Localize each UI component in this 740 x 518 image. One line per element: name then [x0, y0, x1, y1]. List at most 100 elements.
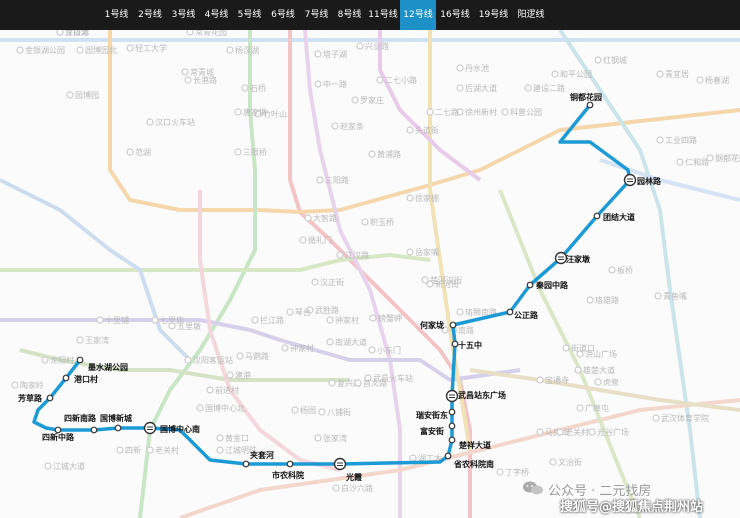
background-station-marker[interactable] [126, 148, 134, 156]
background-station-marker[interactable] [706, 154, 714, 162]
background-station-marker[interactable] [216, 446, 224, 454]
background-station-marker[interactable] [254, 110, 262, 118]
station-label[interactable]: 铜都花园 [570, 92, 602, 102]
background-station-marker[interactable] [251, 316, 259, 324]
background-station-marker[interactable] [44, 462, 52, 470]
background-station-marker[interactable] [594, 378, 602, 386]
station-marker[interactable] [62, 374, 70, 382]
station-label[interactable]: 园林路 [637, 176, 662, 186]
background-station-marker[interactable] [656, 70, 664, 78]
background-station-marker[interactable] [696, 76, 704, 84]
interchange-station-marker[interactable] [445, 389, 459, 403]
station-marker[interactable] [444, 452, 452, 460]
station-label[interactable]: 港口村 [74, 374, 98, 384]
background-station-marker[interactable] [406, 248, 414, 256]
station-marker[interactable] [76, 356, 84, 364]
station-marker[interactable] [451, 340, 459, 348]
background-station-marker[interactable] [588, 428, 596, 436]
background-station-marker[interactable] [654, 292, 662, 300]
background-station-marker[interactable] [586, 296, 594, 304]
background-station-marker[interactable] [76, 46, 84, 54]
background-station-marker[interactable] [369, 314, 377, 322]
tab-line-13[interactable]: 阳逻线 [517, 10, 545, 20]
station-label[interactable]: 四新中路 [42, 432, 75, 442]
background-station-marker[interactable] [56, 30, 64, 36]
station-label[interactable]: 瑞安街东 [416, 410, 448, 420]
background-station-marker[interactable] [126, 44, 134, 52]
station-label[interactable]: 汪家墩 [566, 254, 591, 264]
background-station-marker[interactable] [676, 158, 684, 166]
background-station-marker[interactable] [426, 280, 434, 288]
station-label[interactable]: 市农科院 [272, 470, 304, 480]
background-station-marker[interactable] [314, 50, 322, 58]
background-station-marker[interactable] [426, 108, 434, 116]
background-station-marker[interactable] [354, 379, 362, 387]
background-station-marker[interactable] [168, 322, 176, 330]
interchange-station-marker[interactable] [623, 173, 637, 187]
metro-map[interactable]: 金银潭常青花园金银湖公园园博园北轻工大学杨汊湖常青城长港路石桥塔子湖中一路竹叶山… [0, 30, 740, 518]
background-station-marker[interactable] [332, 484, 340, 492]
station-label[interactable]: 团结大道 [603, 212, 635, 222]
background-station-marker[interactable] [196, 404, 204, 412]
background-station-marker[interactable] [96, 316, 104, 324]
background-station-marker[interactable] [226, 46, 234, 54]
background-station-marker[interactable] [441, 326, 449, 334]
background-station-marker[interactable] [299, 236, 307, 244]
station-label[interactable]: 芳草路 [18, 393, 43, 403]
background-station-marker[interactable] [421, 276, 429, 284]
tab-line-3[interactable]: 3号线 [171, 10, 196, 20]
background-station-marker[interactable] [146, 446, 154, 454]
background-station-marker[interactable] [311, 278, 319, 286]
station-label[interactable]: 墨水湖公园 [88, 362, 128, 372]
background-station-marker[interactable] [361, 218, 369, 226]
background-station-marker[interactable] [336, 251, 344, 259]
station-label[interactable]: 武昌站东广场 [458, 390, 506, 400]
station-marker[interactable] [448, 422, 456, 430]
tab-line-4[interactable]: 4号线 [204, 10, 229, 20]
background-station-marker[interactable] [116, 446, 124, 454]
station-label[interactable]: 省农科院南 [453, 459, 494, 469]
background-station-marker[interactable] [146, 118, 154, 126]
background-station-marker[interactable] [206, 386, 214, 394]
background-station-marker[interactable] [186, 30, 194, 36]
background-station-marker[interactable] [501, 108, 509, 116]
background-station-marker[interactable] [406, 194, 414, 202]
station-marker[interactable] [448, 408, 456, 416]
background-station-marker[interactable] [576, 350, 584, 358]
background-station-marker[interactable] [328, 379, 336, 387]
background-station-marker[interactable] [608, 266, 616, 274]
background-station-marker[interactable] [326, 338, 334, 346]
station-label[interactable]: 四新南路 [64, 413, 97, 423]
station-marker[interactable] [586, 101, 594, 109]
background-station-marker[interactable] [314, 434, 322, 442]
tab-line-8[interactable]: 8号线 [337, 10, 362, 20]
interchange-station-marker[interactable] [333, 457, 347, 471]
background-station-marker[interactable] [562, 344, 570, 352]
background-station-marker[interactable] [76, 336, 84, 344]
tab-line-10[interactable]: 12号线 [400, 0, 436, 30]
background-station-marker[interactable] [652, 414, 660, 422]
background-station-marker[interactable] [316, 176, 324, 184]
station-marker[interactable] [449, 321, 457, 329]
background-station-marker[interactable] [234, 108, 242, 116]
background-station-marker[interactable] [536, 376, 544, 384]
tab-line-2[interactable]: 2号线 [138, 10, 162, 20]
background-station-marker[interactable] [318, 408, 326, 416]
background-station-marker[interactable] [409, 454, 417, 462]
tab-line-11[interactable]: 16号线 [440, 10, 470, 20]
background-station-marker[interactable] [496, 468, 504, 476]
tab-line-6[interactable]: 6号线 [271, 10, 295, 20]
background-station-marker[interactable] [456, 308, 464, 316]
background-station-marker[interactable] [549, 458, 557, 466]
station-marker[interactable] [54, 426, 62, 434]
interchange-station-marker[interactable] [554, 251, 568, 265]
background-station-marker[interactable] [364, 374, 372, 382]
station-marker[interactable] [506, 308, 514, 316]
station-marker[interactable] [242, 460, 250, 468]
station-marker[interactable] [46, 394, 54, 402]
background-station-marker[interactable] [376, 76, 384, 84]
background-station-marker[interactable] [456, 64, 464, 72]
station-label[interactable]: 十五中 [458, 340, 482, 350]
background-station-marker[interactable] [456, 108, 464, 116]
background-station-marker[interactable] [524, 84, 532, 92]
